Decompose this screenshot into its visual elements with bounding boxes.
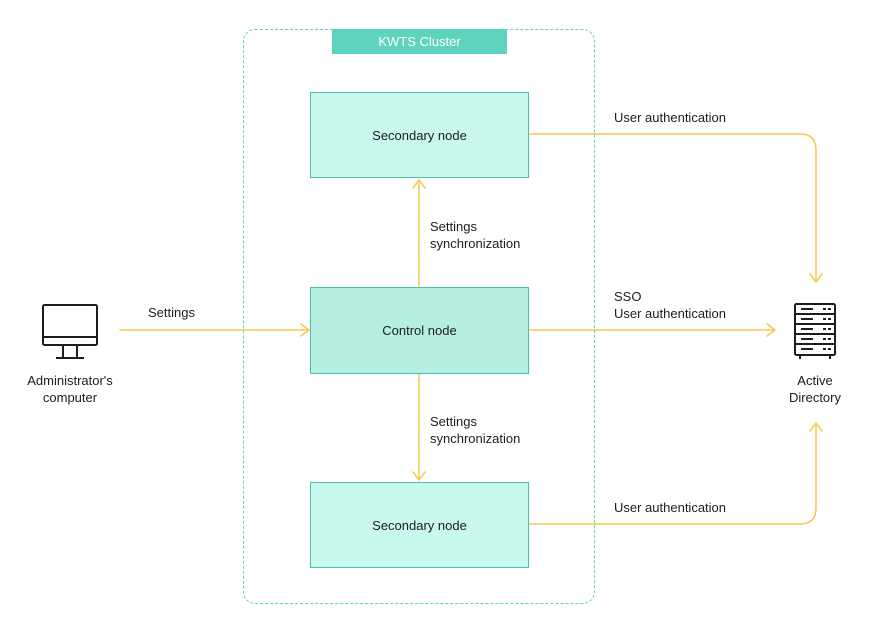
auth-arrow-top (528, 133, 823, 283)
sso-label-line1: SSO (614, 289, 642, 304)
admin-label-line1: Administrator's (27, 373, 113, 388)
settings-label: Settings (148, 305, 195, 320)
sync-label-bottom-line1: Settings (430, 414, 477, 429)
settings-arrow (119, 323, 310, 337)
secondary-node-top: Secondary node (310, 92, 529, 178)
server-rack-leds (801, 308, 831, 350)
cluster-title: KWTS Cluster (332, 29, 507, 54)
ad-label-line1: Active (797, 373, 833, 388)
sso-label: SSO User authentication (614, 288, 726, 322)
sync-arrow-top (412, 179, 426, 288)
active-directory-label: Active Directory (765, 372, 865, 406)
sync-label-top: Settings synchronization (430, 218, 520, 252)
secondary-node-bottom: Secondary node (310, 482, 529, 568)
auth-label-top: User authentication (614, 110, 727, 125)
sync-label-bottom-line2: synchronization (430, 431, 521, 446)
monitor-icon (42, 304, 98, 359)
auth-arrow-bottom (528, 422, 823, 525)
admin-computer-label: Administrator's computer (10, 372, 130, 406)
ad-label-line2: Directory (788, 390, 841, 405)
server-rack-icon (794, 303, 836, 359)
sso-arrow (528, 323, 776, 337)
auth-label-bottom: User authentication (614, 500, 727, 515)
sync-label-bottom: Settings synchronization (430, 413, 520, 447)
control-node: Control node (310, 287, 529, 374)
admin-label-line2: computer (42, 390, 98, 405)
sso-label-line2: User authentication (614, 306, 727, 321)
sync-arrow-bottom (412, 373, 426, 481)
sync-label-top-line1: Settings (430, 219, 477, 234)
sync-label-top-line2: synchronization (430, 236, 521, 251)
